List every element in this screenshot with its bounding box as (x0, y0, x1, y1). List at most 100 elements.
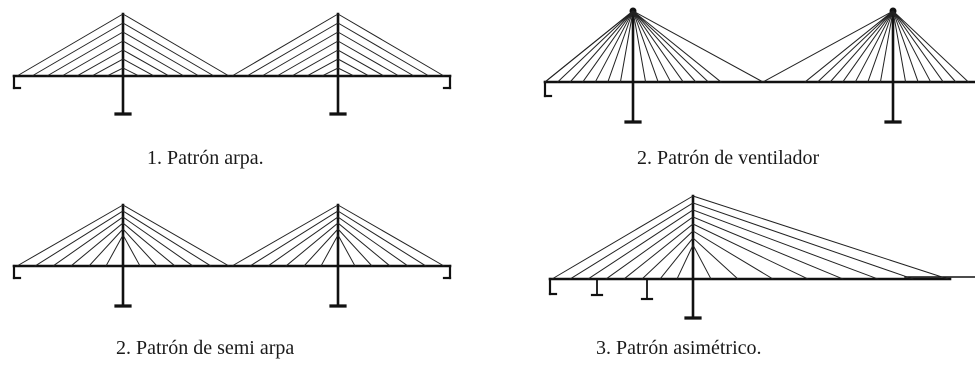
stay-cable (829, 10, 894, 83)
stay-cable (122, 210, 212, 267)
stay-cable (249, 210, 339, 267)
stay-cable (842, 10, 894, 83)
stay-cable (692, 223, 809, 280)
stay-cable (122, 22, 215, 77)
semi-harp-pattern-bridge (12, 203, 452, 308)
stay-cable (692, 230, 774, 280)
stay-cable (569, 202, 694, 280)
stay-cable (122, 216, 194, 267)
stay-cable (854, 10, 894, 83)
fan-pattern-bridge (543, 7, 975, 124)
stay-cable (52, 216, 124, 267)
stay-cable (337, 13, 445, 77)
stay-cable (337, 210, 427, 267)
stay-cable (337, 67, 355, 77)
stay-cable (106, 67, 124, 77)
stay-cable (122, 222, 176, 267)
stay-cable (122, 40, 185, 77)
stay-cable (88, 228, 124, 267)
stay-cable (16, 13, 124, 77)
stay-cable (16, 204, 124, 267)
stay-cable (762, 10, 894, 83)
stay-cable (632, 10, 697, 83)
stay-cable (46, 31, 124, 77)
stay-cable (337, 58, 370, 77)
stay-cable (692, 209, 879, 280)
stay-cable (582, 10, 634, 83)
stay-cable (892, 10, 932, 83)
stay-cable (31, 22, 124, 77)
stay-cable (337, 31, 415, 77)
caption-asymmetric-pattern: 3. Patrón asimétrico. (596, 337, 762, 359)
stay-cable (122, 49, 170, 77)
stay-cable (285, 222, 339, 267)
stay-cable (122, 234, 141, 267)
stay-cable (337, 228, 373, 267)
stay-cable (122, 13, 230, 77)
stay-cable (337, 22, 430, 77)
stay-cable (623, 223, 694, 280)
stay-cable (337, 49, 385, 77)
stay-cable (267, 216, 339, 267)
stay-cable (246, 22, 339, 77)
stay-cable (692, 237, 739, 280)
stay-cable (632, 10, 710, 83)
stay-cable (692, 195, 949, 280)
caption-harp-pattern: 1. Patrón arpa. (147, 147, 264, 169)
stay-cable (692, 244, 712, 280)
stay-cable (337, 40, 400, 77)
stay-cable (892, 10, 970, 83)
stay-cable (641, 230, 694, 280)
stay-cable (321, 67, 339, 77)
stay-cable (632, 10, 722, 83)
stay-cable (632, 10, 672, 83)
stay-cable (551, 195, 694, 280)
stay-cable (587, 209, 694, 280)
stay-cable (676, 244, 694, 280)
stay-cable (122, 204, 230, 267)
stay-cable (70, 222, 124, 267)
stay-cable (122, 58, 155, 77)
stay-cable (34, 210, 124, 267)
stay-cable (632, 10, 764, 83)
stay-cable (122, 228, 158, 267)
stay-cable (337, 222, 391, 267)
stay-cable (867, 10, 894, 83)
stay-cable (544, 10, 634, 83)
stay-cable (105, 234, 124, 267)
stay-cable (659, 237, 694, 280)
harp-pattern-bridge (12, 12, 452, 116)
stay-cable (892, 10, 919, 83)
stay-cable (91, 58, 124, 77)
stay-cable (892, 10, 944, 83)
asymmetric-pattern-bridge (548, 194, 975, 320)
stay-cable (569, 10, 634, 83)
caption-semi-harp-pattern: 2. Patrón de semi arpa (116, 337, 295, 359)
caption-fan-pattern: 2. Patrón de ventilador (637, 147, 820, 169)
stay-cable (619, 10, 634, 83)
stay-cable (61, 40, 124, 77)
stay-cable (816, 10, 894, 83)
stay-cable (231, 204, 339, 267)
stay-cable (337, 234, 356, 267)
stay-cable (303, 228, 339, 267)
stay-cable (692, 216, 844, 280)
stay-cable (320, 234, 339, 267)
stay-cable (122, 31, 200, 77)
stay-cable (556, 10, 634, 83)
stay-cable (122, 67, 140, 77)
stay-cable (607, 10, 634, 83)
stay-cable (276, 40, 339, 77)
stay-cable (337, 204, 445, 267)
stay-cable (632, 10, 684, 83)
stay-cable (594, 10, 634, 83)
stay-cable (605, 216, 694, 280)
stay-cable (291, 49, 339, 77)
stay-cable (306, 58, 339, 77)
stay-cable (692, 202, 914, 280)
stay-cable (76, 49, 124, 77)
stay-cable (337, 216, 409, 267)
stay-cable (879, 10, 894, 83)
stay-cable (231, 13, 339, 77)
